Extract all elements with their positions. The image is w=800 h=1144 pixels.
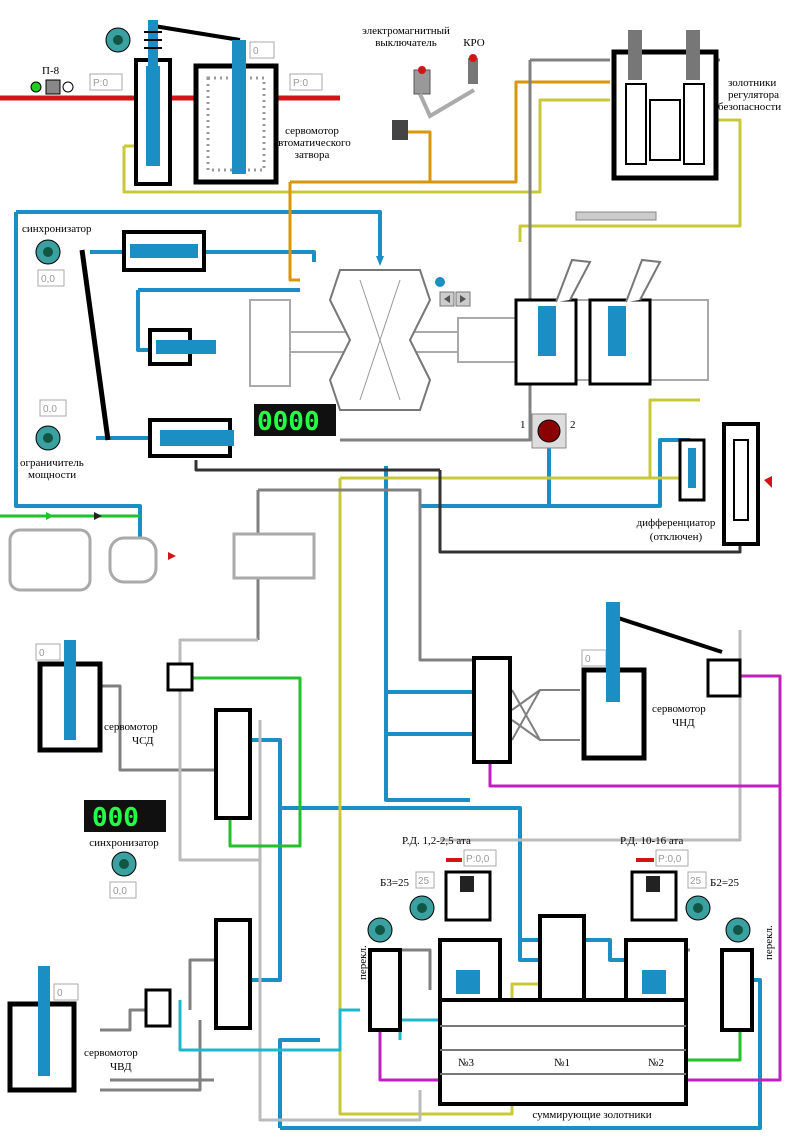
- b3-value: 25: [418, 876, 430, 887]
- label-servo-cvd-2: ЧВД: [110, 1061, 132, 1073]
- left-spool-valve: [148, 328, 216, 366]
- speed-display-top-value: 0000: [257, 407, 320, 437]
- label-b2: Б2=25: [710, 877, 740, 889]
- csd-position-value: 0: [39, 648, 45, 659]
- label-servo-cvd-1: сервомотор: [84, 1047, 138, 1059]
- gate-pressure-value: P:0: [293, 78, 308, 89]
- servo-cvd: [7, 918, 252, 1093]
- label-servo-cnd-2: ЧНД: [672, 717, 695, 729]
- limiter-box: [39, 399, 67, 417]
- p8-pressure-box: [89, 73, 123, 91]
- speed-display-mid-value: 000: [92, 803, 139, 833]
- mode-pos-2: 2: [570, 419, 576, 431]
- b2-box: [687, 871, 707, 889]
- mode-pos-1: 1: [520, 419, 526, 431]
- label-servo-csd-1: сервомотор: [104, 721, 158, 733]
- servo-cnd: [472, 602, 742, 764]
- switch-valves: [368, 948, 754, 1032]
- pipe-network: [0, 24, 782, 1130]
- label-servo-gate-2: автоматического: [273, 137, 351, 149]
- label-diff-2: (отключен): [650, 531, 703, 543]
- limiter-value: 0,0: [43, 404, 57, 415]
- csd-position-box: [35, 643, 61, 661]
- label-switch-left: перекл.: [357, 945, 369, 980]
- rotor-arrow-buttons[interactable]: [435, 277, 471, 307]
- label-sync-top: синхронизатор: [22, 223, 92, 235]
- label-p8: П-8: [42, 65, 60, 77]
- mode-selector[interactable]: [531, 413, 567, 449]
- cnd-position-value: 0: [585, 654, 591, 665]
- label-servo-cnd-1: сервомотор: [652, 703, 706, 715]
- servo-csd: [37, 640, 252, 820]
- label-servo-gate-1: сервомотор: [285, 125, 339, 137]
- rd-right: [630, 858, 678, 922]
- label-safety-3: безопасности: [718, 101, 781, 113]
- label-n1: №1: [554, 1057, 570, 1069]
- label-sync-mid: синхронизатор: [89, 837, 159, 849]
- switch-left-knob[interactable]: [367, 917, 393, 943]
- label-rd-right: Р.Д. 10-16 ата: [620, 835, 683, 847]
- em-switch: [392, 54, 478, 140]
- label-em-switch-1: электромагнитный: [362, 25, 450, 37]
- differentiator: [678, 422, 772, 546]
- sync-mid-box: [109, 881, 137, 899]
- cvd-position-box: [53, 983, 79, 1001]
- label-n2: №2: [648, 1057, 664, 1069]
- label-diff-1: дифференциатор: [637, 517, 716, 529]
- gate-servomotor: [193, 40, 279, 185]
- label-n3: №3: [458, 1057, 474, 1069]
- valve-p8[interactable]: [30, 79, 74, 95]
- label-b3: Б3=25: [380, 877, 410, 889]
- label-servo-csd-2: ЧСД: [132, 735, 154, 747]
- switch-right-knob[interactable]: [725, 917, 751, 943]
- label-summing: суммирующие золотники: [532, 1109, 651, 1121]
- gate-position-box: [249, 41, 275, 59]
- b2-value: 25: [690, 876, 702, 887]
- b3-knob[interactable]: [409, 895, 435, 921]
- sync-top-box: [37, 269, 65, 287]
- rd-right-pressure-value: P:0,0: [658, 854, 682, 865]
- sync-mid-value: 0,0: [113, 886, 127, 897]
- gate-pressure-box: [289, 73, 323, 91]
- rd-right-pressure-box: [655, 849, 689, 867]
- label-rd-left: Р.Д. 1,2-2,5 ата: [402, 835, 471, 847]
- label-kro: КРО: [463, 37, 485, 49]
- safety-regulator-spools: [611, 30, 719, 181]
- gate-pilot-valve: [105, 20, 172, 186]
- limiter-knob[interactable]: [35, 425, 61, 451]
- label-em-switch-2: выключатель: [375, 37, 437, 49]
- label-safety-2: регулятора: [728, 89, 779, 101]
- sync-mid-knob[interactable]: [111, 851, 137, 877]
- sync-top-spool: [122, 230, 206, 272]
- cvd-position-value: 0: [57, 988, 63, 999]
- speed-display-top: [254, 404, 336, 436]
- oil-pump-motor: [8, 512, 316, 592]
- rd-left-pressure-value: P:0,0: [466, 854, 490, 865]
- b2-knob[interactable]: [685, 895, 711, 921]
- rotor-spools: [514, 211, 662, 386]
- label-switch-right: перекл.: [763, 925, 775, 960]
- speed-display-mid: [84, 800, 166, 832]
- limiter-spool: [148, 418, 234, 458]
- label-servo-gate-3: затвора: [295, 149, 330, 161]
- sync-top-knob[interactable]: [35, 239, 61, 265]
- p8-pressure-value: P:0: [93, 78, 108, 89]
- label-limiter-1: ограничитель: [20, 457, 84, 469]
- b3-box: [415, 871, 435, 889]
- label-safety-1: золотники: [728, 77, 776, 89]
- gate-position-value: 0: [253, 46, 259, 57]
- rd-left: [444, 858, 492, 922]
- label-limiter-2: мощности: [28, 469, 76, 481]
- sync-top-value: 0,0: [41, 274, 55, 285]
- rd-left-pressure-box: [463, 849, 497, 867]
- summing-spools: [438, 914, 688, 1106]
